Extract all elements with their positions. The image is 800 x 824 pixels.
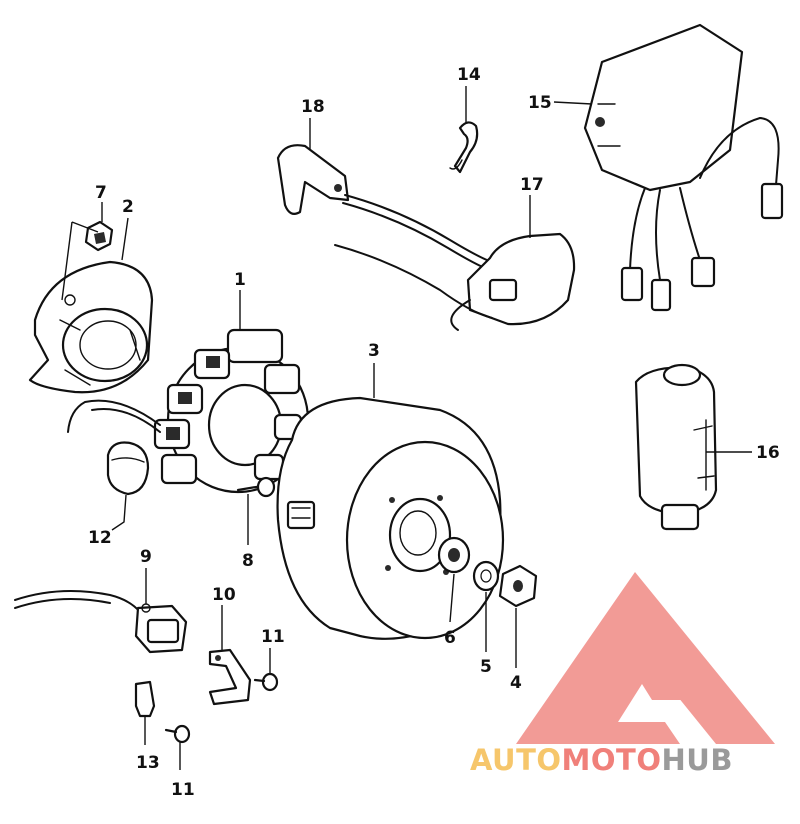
part-number-16: 16 [756,443,780,463]
bolt-drawing [84,220,114,252]
screw-11b-drawing [164,724,191,744]
part-number-2: 2 [122,197,134,217]
part-number-6: 6 [444,628,456,648]
ignition-coil-drawing [334,232,576,331]
part-number-9: 9 [140,547,152,567]
stator-drawing [67,328,310,494]
part-number-18: 18 [301,97,325,117]
spark-plug-cap-drawing [276,144,493,271]
part-number-17: 17 [520,175,544,195]
logo-text-moto: MOTO [562,743,662,777]
washer-drawing [437,536,471,574]
part-number-3: 3 [368,341,380,361]
pickup-coil-drawing [14,590,188,654]
logo-text-hub: HUB [662,743,733,777]
wire-clip-drawing [449,121,479,174]
ignition-coil-cylinder-drawing [634,363,718,531]
flywheel-drawing [276,396,505,640]
wire-clamp-drawing [208,648,252,706]
part-number-1: 1 [234,270,246,290]
screw-11a-drawing [253,672,279,692]
grommet-drawing [106,441,150,496]
part-number-13: 13 [136,753,160,773]
nut-drawing [498,564,538,608]
part-number-5: 5 [480,657,492,677]
logo-text-auto: AUTO [470,743,562,777]
part-number-4: 4 [510,673,522,693]
cdi-unit-drawing [583,23,784,312]
lock-washer-drawing [472,560,500,592]
part-number-15: 15 [528,93,552,113]
connector-drawing [134,680,156,718]
part-number-11a: 11 [261,627,285,647]
part-number-12: 12 [88,528,112,548]
part-number-14: 14 [457,65,481,85]
part-number-7: 8 [242,551,254,571]
part-number-11b: 11 [171,780,195,800]
logo-triangle-mark [516,572,775,744]
svg-text:AUTOMOTOHUB: AUTOMOTOHUB [470,743,733,777]
stator-cover-drawing [28,260,154,394]
part-number-10: 10 [212,585,236,605]
screw-7-drawing [236,476,276,498]
watermark-logo: AUTOMOTOHUB [470,572,775,777]
part-number-8: 7 [95,183,107,203]
callouts: 1 2 7 3 4 5 6 8 9 10 11 11 12 [61,65,780,800]
